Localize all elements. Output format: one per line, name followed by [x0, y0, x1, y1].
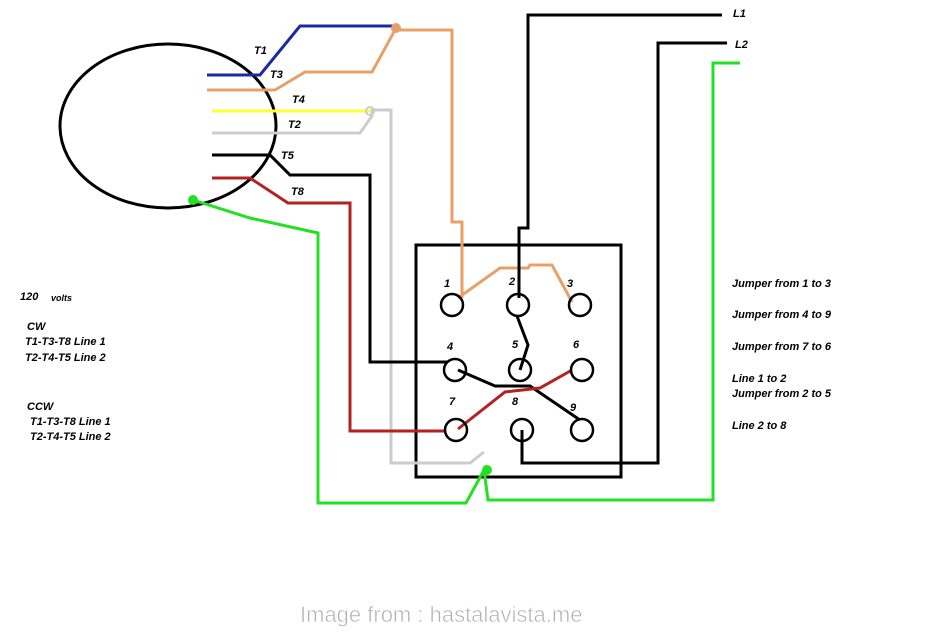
- wire-label-l1: L1: [733, 8, 746, 20]
- terminal-post-6: [569, 357, 595, 383]
- image-credit: Image from : hastalavista.me: [300, 602, 582, 627]
- wire-t5: [212, 153, 448, 364]
- jumper-4-9: [457, 368, 581, 422]
- terminal-post-8: [509, 417, 535, 443]
- wire-label-t1: T1: [254, 45, 267, 57]
- ground-splice-motor: [188, 195, 198, 205]
- ccw-line-2: T2-T4-T5 Line 2: [30, 431, 111, 443]
- note-line-1-to-2: Line 1 to 2: [732, 373, 786, 385]
- jumper-1-3: [457, 263, 574, 303]
- note-jumper-4-9: Jumper from 4 to 9: [732, 309, 832, 321]
- wire-ground: [192, 61, 740, 505]
- terminal-post-7: [443, 417, 469, 443]
- terminal-label-8: 8: [512, 396, 519, 408]
- ccw-line-1: T1-T3-T8 Line 1: [30, 416, 111, 428]
- terminal-label-2: 2: [508, 276, 515, 288]
- terminal-post-1: [439, 292, 465, 318]
- jumper-7-6: [457, 368, 573, 431]
- terminal-label-1: 1: [444, 278, 450, 290]
- ground-splice-box: [482, 465, 492, 475]
- terminal-post-2: [505, 292, 531, 318]
- note-jumper-1-3: Jumper from 1 to 3: [732, 278, 831, 290]
- voltage-value: 120: [20, 291, 39, 303]
- note-jumper-2-5: Jumper from 2 to 5: [732, 388, 832, 400]
- splice-t2-t4: [365, 106, 375, 116]
- terminal-label-5: 5: [512, 339, 519, 351]
- cw-line-2: T2-T4-T5 Line 2: [25, 352, 106, 364]
- wire-label-t4: T4: [292, 94, 305, 106]
- wire-label-l2: L2: [735, 39, 748, 51]
- wire-label-t5: T5: [281, 150, 295, 162]
- voltage-unit: volts: [51, 293, 72, 303]
- terminal-label-4: 4: [446, 341, 453, 353]
- terminal-post-5: [507, 357, 533, 383]
- terminal-label-6: 6: [573, 339, 580, 351]
- wire-t8: [212, 176, 446, 433]
- wire-l1: [517, 13, 722, 298]
- note-line-2-to-8: Line 2 to 8: [732, 420, 787, 432]
- wire-label-t2: T2: [288, 119, 301, 131]
- terminal-post-9: [569, 417, 595, 443]
- wire-label-t3: T3: [270, 69, 283, 81]
- wire-l2: [520, 41, 727, 465]
- terminal-post-4: [442, 357, 468, 383]
- jumper-2-5: [515, 315, 530, 371]
- cw-title: CW: [27, 321, 47, 333]
- cw-line-1: T1-T3-T8 Line 1: [25, 336, 106, 348]
- wire-label-t8: T8: [291, 186, 305, 198]
- splice-t1-t3: [391, 23, 401, 33]
- motor-outline: [58, 42, 278, 210]
- terminal-label-9: 9: [570, 402, 577, 414]
- wire-t1: [207, 24, 395, 77]
- terminal-label-7: 7: [449, 396, 456, 408]
- terminal-post-3: [567, 292, 593, 318]
- wire-t2: [212, 108, 485, 465]
- terminal-label-3: 3: [567, 278, 573, 290]
- note-jumper-7-6: Jumper from 7 to 6: [732, 341, 832, 353]
- ccw-title: CCW: [27, 401, 55, 413]
